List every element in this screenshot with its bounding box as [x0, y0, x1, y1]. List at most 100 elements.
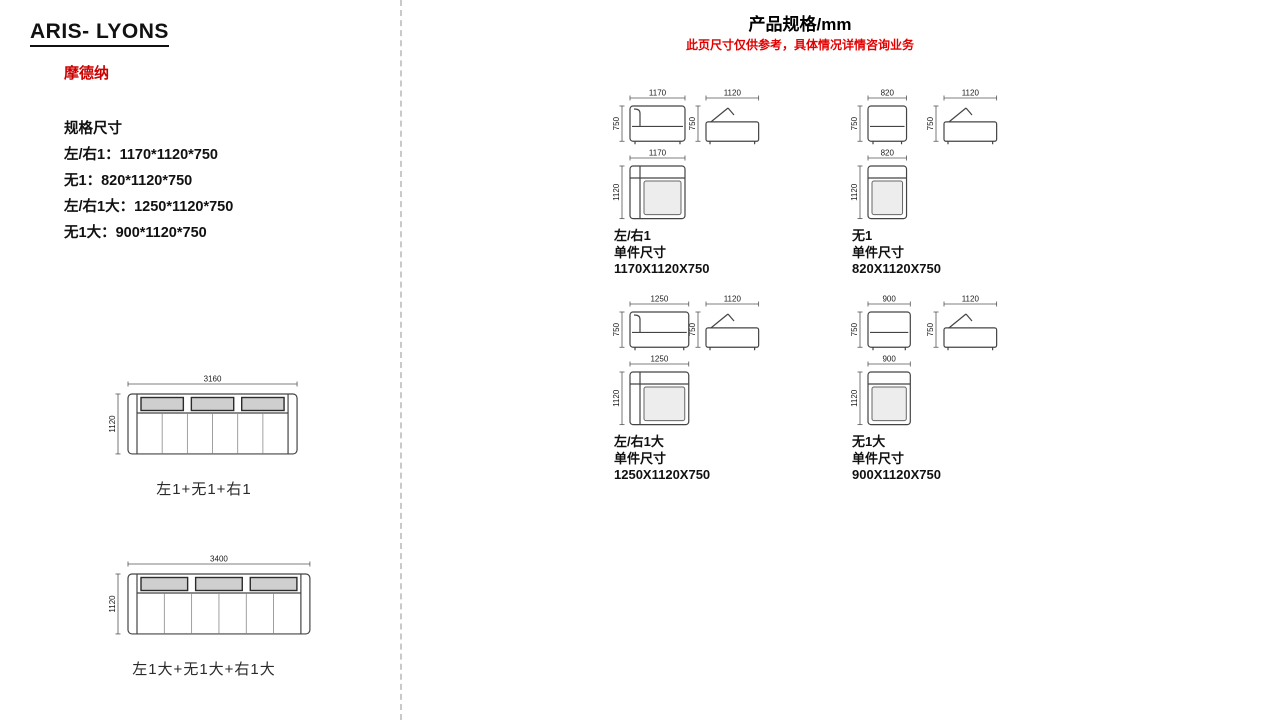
vertical-divider [400, 0, 402, 720]
dim-width: 1170 [629, 89, 686, 101]
side-view [943, 107, 998, 145]
svg-text:1120: 1120 [612, 183, 621, 201]
back-cushion [190, 396, 235, 412]
combo-topview-svg: 3160 1120 [108, 375, 298, 455]
front-view [867, 105, 908, 145]
dim-width: 1250 [629, 355, 690, 367]
page-title: 产品规格/mm [748, 15, 852, 34]
dim-width: 3400 [127, 555, 311, 567]
module-size: 820X1120X750 [852, 261, 941, 276]
combo-top-view [127, 393, 298, 455]
module-name: 左/右1 [614, 228, 651, 243]
dim-height: 750 [612, 105, 625, 142]
dim-width: 3160 [127, 375, 298, 387]
front-view [867, 311, 911, 351]
svg-text:750: 750 [850, 322, 859, 336]
svg-text:1120: 1120 [962, 89, 980, 98]
svg-text:1120: 1120 [962, 295, 980, 304]
dim-height: 1120 [108, 573, 121, 635]
dim-width: 1120 [705, 89, 760, 101]
back-cushion [140, 396, 185, 412]
top-view [629, 165, 686, 220]
module-name: 无1 [852, 228, 873, 243]
module-name: 左/右1大 [614, 434, 664, 449]
top-view [629, 371, 690, 426]
dim-width: 900 [867, 355, 911, 367]
combo-drawing: 3160 1120 左1+无1+右1 [94, 372, 314, 499]
svg-text:3400: 3400 [210, 555, 228, 564]
combo-label: 左1大+无1大+右1大 [132, 661, 276, 678]
back-cushion [249, 576, 298, 592]
combo-label: 左1+无1+右1 [156, 481, 252, 498]
dim-width: 820 [867, 149, 907, 161]
svg-text:1250: 1250 [650, 295, 668, 304]
svg-text:3160: 3160 [204, 375, 222, 384]
side-view [705, 313, 760, 351]
disclaimer-note: 此页尺寸仅供参考，具体情况详情咨询业务 [685, 38, 914, 52]
dim-width: 1250 [629, 295, 690, 307]
dim-width: 900 [867, 295, 911, 307]
dim-height: 1120 [850, 165, 863, 220]
svg-text:1120: 1120 [724, 89, 742, 98]
side-view [705, 107, 760, 145]
dim-height: 1120 [108, 393, 121, 455]
svg-text:1120: 1120 [850, 389, 859, 407]
top-view [867, 165, 908, 220]
dim-height: 750 [612, 311, 625, 348]
spec-line: 无1：820*1120*750 [64, 173, 193, 189]
svg-text:1170: 1170 [649, 89, 667, 98]
svg-text:750: 750 [688, 322, 697, 336]
module-name: 无1大 [852, 434, 886, 449]
svg-text:750: 750 [612, 322, 621, 336]
dim-height: 750 [926, 105, 939, 142]
dim-height: 750 [688, 105, 701, 142]
back-cushion [241, 396, 285, 412]
module-views-svg: 900 750 1120 750 900 1120 [850, 295, 998, 426]
module-subtitle: 单件尺寸 [614, 244, 667, 260]
module-size: 900X1120X750 [852, 467, 941, 482]
svg-text:1250: 1250 [650, 355, 668, 364]
svg-text:750: 750 [926, 116, 935, 130]
combo-top-view [127, 573, 311, 635]
dim-width: 1120 [943, 295, 998, 307]
dim-width: 1120 [943, 89, 998, 101]
module-size: 1170X1120X750 [614, 261, 710, 276]
module-size: 1250X1120X750 [614, 467, 711, 482]
svg-text:1120: 1120 [108, 595, 117, 613]
back-cushion [140, 576, 189, 592]
module-views-svg: 820 750 1120 750 820 1120 [850, 89, 998, 220]
dim-height: 1120 [612, 165, 625, 220]
front-view [629, 105, 686, 145]
svg-text:820: 820 [881, 149, 895, 158]
dim-height: 750 [850, 105, 863, 142]
dim-width: 1120 [705, 295, 760, 307]
svg-text:1120: 1120 [850, 183, 859, 201]
dim-height: 750 [926, 311, 939, 348]
svg-text:750: 750 [612, 116, 621, 130]
spec-line: 左/右1：1170*1120*750 [64, 147, 218, 163]
svg-text:750: 750 [926, 322, 935, 336]
spec-line: 无1大：900*1120*750 [64, 225, 207, 241]
spec-line: 左/右1大：1250*1120*750 [64, 199, 234, 215]
dim-height: 1120 [850, 371, 863, 426]
svg-text:900: 900 [882, 295, 896, 304]
svg-text:820: 820 [881, 89, 895, 98]
svg-text:1120: 1120 [612, 389, 621, 407]
dim-width: 820 [867, 89, 907, 101]
dim-height: 1120 [612, 371, 625, 426]
brand-title: ARIS- LYONS [30, 20, 169, 47]
module-views-svg: 1250 750 1120 750 1250 1120 [612, 295, 760, 426]
module-subtitle: 单件尺寸 [852, 450, 905, 466]
module-subtitle: 单件尺寸 [614, 450, 667, 466]
svg-text:900: 900 [882, 355, 896, 364]
back-cushion [194, 576, 243, 592]
